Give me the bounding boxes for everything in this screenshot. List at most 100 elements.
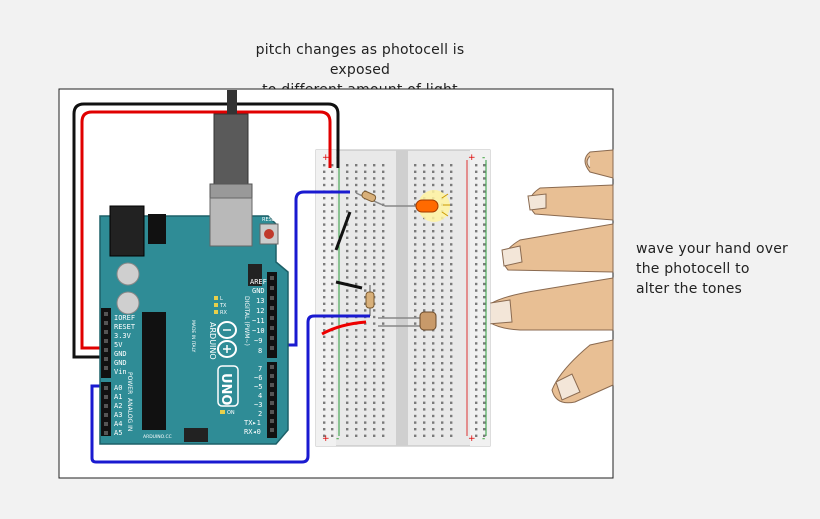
pin-label-1: TX▸1	[244, 419, 261, 427]
breadboard-hole	[346, 309, 349, 312]
rail-hole	[475, 263, 478, 266]
rail-hole	[331, 362, 334, 365]
rail-hole	[483, 170, 486, 173]
breadboard-hole	[382, 302, 385, 305]
breadboard-hole	[382, 164, 385, 167]
led-l-label: L	[220, 296, 223, 302]
breadboard-hole	[355, 401, 358, 404]
rail-hole	[331, 170, 334, 173]
breadboard-hole	[346, 368, 349, 371]
breadboard-hole	[423, 302, 426, 305]
breadboard-hole	[423, 428, 426, 431]
breadboard-hole	[414, 401, 417, 404]
breadboard-hole	[373, 164, 376, 167]
header-pin-hole	[104, 404, 108, 408]
pin-label-aref: AREF	[250, 278, 267, 286]
header-holes	[104, 276, 274, 435]
rail-hole	[323, 197, 326, 200]
photocell	[378, 311, 437, 331]
breadboard-hole	[346, 210, 349, 213]
wire-black-gnd	[72, 102, 340, 359]
breadboard-hole	[346, 164, 349, 167]
breadboard-hole	[346, 375, 349, 378]
breadboard-hole	[346, 170, 349, 173]
breadboard-hole	[364, 368, 367, 371]
rail-hole	[323, 335, 326, 338]
pin-label-8: 8	[258, 347, 262, 355]
breadboard-hole	[355, 282, 358, 286]
breadboard-hole	[382, 401, 385, 404]
breadboard-hole	[432, 177, 435, 180]
breadboard-hole	[450, 269, 453, 272]
rail-hole	[483, 414, 486, 418]
rail-hole	[331, 322, 334, 325]
breadboard-hole	[373, 276, 376, 279]
breadboard-hole	[450, 309, 453, 312]
breadboard-hole	[414, 289, 417, 292]
breadboard-hole	[355, 296, 358, 299]
breadboard-hole	[450, 197, 453, 200]
breadboard-hole	[346, 223, 349, 226]
breadboard-hole	[373, 190, 376, 193]
breadboard-hole	[364, 302, 367, 305]
model-name: UNO	[218, 373, 233, 406]
breadboard-hole	[423, 342, 426, 345]
rail-hole	[323, 395, 326, 398]
breadboard-hole	[364, 335, 367, 338]
rail-hole	[323, 296, 326, 299]
wire-blue-a0	[90, 314, 370, 464]
breadboard-hole	[355, 388, 358, 391]
breadboard-hole	[450, 236, 453, 239]
breadboard-hole	[373, 177, 376, 180]
reset-label: RESET	[262, 217, 279, 223]
breadboard-hole	[441, 296, 444, 299]
rail-hole	[331, 243, 334, 246]
rail-hole	[475, 428, 478, 431]
rail-minus-top-right: -	[482, 153, 485, 163]
pin-label-a5: A5	[114, 429, 122, 437]
rail-hole	[323, 375, 326, 378]
breadboard-hole	[423, 170, 426, 173]
breadboard-hole	[441, 309, 444, 312]
led-tx	[214, 303, 218, 307]
breadboard-hole	[355, 355, 358, 358]
breadboard-hole	[382, 223, 385, 226]
rail-hole	[331, 368, 334, 371]
rail-hole	[331, 236, 334, 239]
breadboard-hole	[346, 197, 349, 200]
breadboard-hole	[382, 236, 385, 239]
breadboard-hole	[382, 177, 385, 180]
header-pin-hole	[270, 336, 274, 340]
breadboard-hole	[441, 230, 444, 233]
rail-hole	[323, 256, 326, 259]
rail-hole	[323, 223, 326, 226]
breadboard-hole	[373, 342, 376, 345]
rail-hole	[483, 408, 486, 411]
rail-hole	[475, 296, 478, 299]
breadboard-hole	[355, 170, 358, 173]
breadboard-hole	[373, 282, 376, 286]
breadboard-hole	[355, 335, 358, 338]
rail-hole	[475, 322, 478, 325]
led-rx	[214, 310, 218, 314]
rail-hole	[323, 302, 326, 305]
breadboard-hole	[346, 362, 349, 365]
header-pin-hole	[270, 401, 274, 405]
rail-hole	[475, 401, 478, 404]
breadboard-hole	[414, 236, 417, 239]
rail-hole	[331, 414, 334, 418]
breadboard-hole	[355, 210, 358, 213]
breadboard-hole	[382, 355, 385, 358]
voltage-regulator	[148, 214, 166, 244]
breadboard-hole	[414, 210, 417, 213]
breadboard-hole	[432, 335, 435, 338]
rail-hole	[323, 421, 326, 424]
icsp-header-bottom	[184, 428, 208, 442]
breadboard-hole	[364, 236, 367, 239]
pin-label-gnd-1: GND	[114, 350, 127, 358]
breadboard-hole	[432, 434, 435, 437]
breadboard-hole	[423, 375, 426, 378]
rail-hole	[323, 230, 326, 233]
led	[385, 193, 450, 217]
breadboard-hole	[441, 315, 444, 319]
